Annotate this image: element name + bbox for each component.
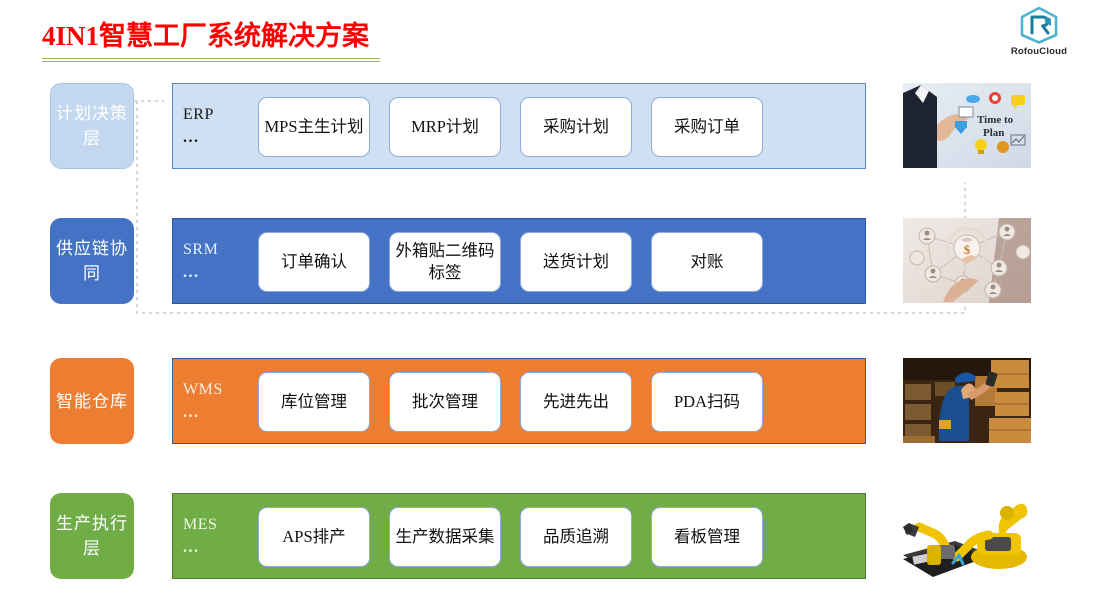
abbrev-ellipsis: ... <box>183 539 200 556</box>
module-card-list-warehouse: 库位管理 批次管理 先进先出 PDA扫码 <box>258 372 763 432</box>
module-card[interactable]: 采购计划 <box>520 97 632 157</box>
module-card[interactable]: 采购订单 <box>651 97 763 157</box>
module-card-list-planning: MPS主生计划 MRP计划 采购计划 采购订单 <box>258 97 763 157</box>
layer-badge-planning[interactable]: 计划决策层 <box>50 83 134 169</box>
abbrev-text: MES <box>183 516 218 533</box>
module-card[interactable]: 对账 <box>651 232 763 292</box>
module-card[interactable]: MRP计划 <box>389 97 501 157</box>
abbrev-text: SRM <box>183 241 219 258</box>
svg-text:$: $ <box>964 242 971 257</box>
module-card[interactable]: MPS主生计划 <box>258 97 370 157</box>
brand-logo: RofouCloud <box>1002 6 1076 57</box>
layer-row-manufacturing: 生产执行层 MES ... APS排产 生产数据采集 品质追溯 看板管理 <box>0 493 1096 588</box>
layer-badge-warehouse[interactable]: 智能仓库 <box>50 358 134 444</box>
layer-abbrev-erp: ERP ... <box>183 103 217 149</box>
warehouse-scanning-photo <box>903 358 1031 443</box>
title-underline-rule <box>42 58 380 62</box>
svg-text:Time to: Time to <box>977 114 1014 126</box>
layer-row-planning: 计划决策层 ERP ... MPS主生计划 MRP计划 采购计划 采购订单 <box>0 83 1096 178</box>
module-card[interactable]: 批次管理 <box>389 372 501 432</box>
module-card[interactable]: 库位管理 <box>258 372 370 432</box>
module-card[interactable]: 看板管理 <box>651 507 763 567</box>
module-card[interactable]: 外箱贴二维码标签 <box>389 232 501 292</box>
layer-row-supply-chain: 供应链协同 SRM ... 订单确认 外箱贴二维码标签 送货计划 对账 <box>0 218 1096 313</box>
robot-arms-photo <box>903 493 1031 578</box>
hexagon-r-logo-icon <box>1020 6 1058 44</box>
module-card[interactable]: 生产数据采集 <box>389 507 501 567</box>
layer-bar-warehouse: WMS ... 库位管理 批次管理 先进先出 PDA扫码 <box>172 358 866 444</box>
module-card[interactable]: PDA扫码 <box>651 372 763 432</box>
page-title-block: 4IN1智慧工厂系统解决方案 <box>42 14 380 62</box>
module-card[interactable]: APS排产 <box>258 507 370 567</box>
module-card-list-manufacturing: APS排产 生产数据采集 品质追溯 看板管理 <box>258 507 763 567</box>
layer-bar-manufacturing: MES ... APS排产 生产数据采集 品质追溯 看板管理 <box>172 493 866 579</box>
layer-abbrev-srm: SRM ... <box>183 238 219 284</box>
abbrev-ellipsis: ... <box>183 404 200 421</box>
svg-text:Plan: Plan <box>983 127 1004 139</box>
time-to-plan-photo: Time to Plan <box>903 83 1031 168</box>
layer-abbrev-mes: MES ... <box>183 513 217 559</box>
brand-logo-text: RofouCloud <box>1010 46 1068 57</box>
page-title: 4IN1智慧工厂系统解决方案 <box>42 21 370 51</box>
module-card[interactable]: 品质追溯 <box>520 507 632 567</box>
module-card[interactable]: 订单确认 <box>258 232 370 292</box>
module-card[interactable]: 送货计划 <box>520 232 632 292</box>
layer-bar-supply-chain: SRM ... 订单确认 外箱贴二维码标签 送货计划 对账 <box>172 218 866 304</box>
supplier-network-photo: $ <box>903 218 1031 303</box>
layer-row-warehouse: 智能仓库 WMS ... 库位管理 批次管理 先进先出 PDA扫码 <box>0 358 1096 453</box>
abbrev-ellipsis: ... <box>183 129 200 146</box>
layer-abbrev-wms: WMS ... <box>183 378 222 424</box>
module-card[interactable]: 先进先出 <box>520 372 632 432</box>
layer-bar-planning: ERP ... MPS主生计划 MRP计划 采购计划 采购订单 <box>172 83 866 169</box>
module-card-list-supply-chain: 订单确认 外箱贴二维码标签 送货计划 对账 <box>258 232 763 292</box>
abbrev-text: ERP <box>183 106 214 123</box>
abbrev-ellipsis: ... <box>183 264 200 281</box>
abbrev-text: WMS <box>183 381 223 398</box>
layer-badge-supply-chain[interactable]: 供应链协同 <box>50 218 134 304</box>
layer-badge-manufacturing[interactable]: 生产执行层 <box>50 493 134 579</box>
